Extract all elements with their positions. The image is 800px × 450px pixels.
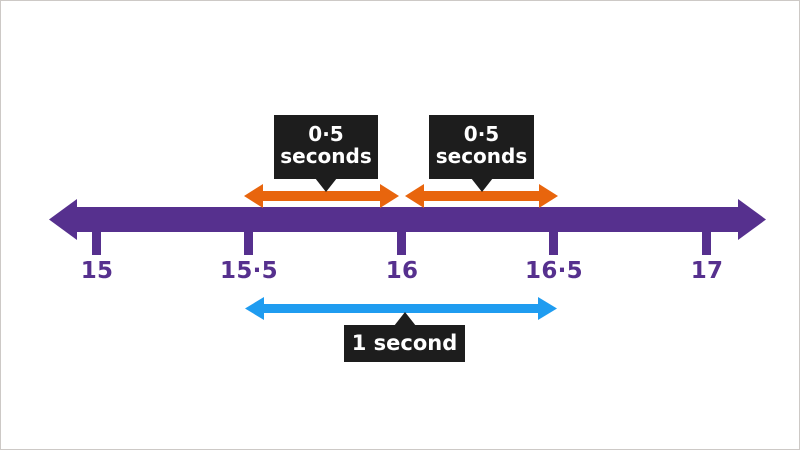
callout-half-second-first: 0·5 seconds	[274, 115, 378, 192]
tick-label-16p5: 16·5	[525, 258, 583, 284]
number-line-axis	[49, 199, 766, 240]
callout-half-second-second: 0·5 seconds	[429, 115, 534, 192]
tick-15p5	[244, 232, 253, 255]
callout-one-second: 1 second	[344, 312, 465, 362]
orange-arrow-1-shaft	[258, 191, 385, 201]
tick-label-17: 17	[690, 258, 724, 284]
blue-arrow-head-left	[245, 297, 264, 320]
callout-half-second-second-unit: seconds	[435, 144, 528, 169]
tick-label-15: 15	[80, 258, 114, 284]
tick-17	[702, 232, 711, 255]
tick-16	[397, 232, 406, 255]
callout-half-second-second-value: 0·5	[463, 122, 500, 146]
orange-arrow-2-head-right	[539, 184, 558, 208]
orange-arrow-1-head-left	[244, 184, 263, 208]
orange-arrow-1-head-right	[380, 184, 399, 208]
callout-half-second-first-value: 0·5	[308, 122, 344, 146]
callout-tail-up-icon	[393, 312, 416, 326]
tick-label-15p5: 15·5	[220, 258, 278, 284]
orange-arrow-2-shaft	[419, 191, 544, 201]
callout-tail-down-icon	[315, 178, 337, 192]
tick-16p5	[549, 232, 558, 255]
axis-shaft	[73, 207, 741, 232]
callout-one-second-text: 1 second	[351, 330, 458, 355]
callout-tail-down-icon	[470, 178, 493, 192]
tick-label-16: 16	[385, 258, 419, 284]
blue-arrow-head-right	[538, 297, 557, 320]
orange-arrow-2-head-left	[405, 184, 424, 208]
axis-arrowhead-right	[738, 199, 766, 240]
axis-arrowhead-left	[49, 199, 77, 240]
callout-half-second-first-unit: seconds	[280, 144, 372, 169]
axis-ticks	[92, 232, 711, 255]
tick-15	[92, 232, 101, 255]
